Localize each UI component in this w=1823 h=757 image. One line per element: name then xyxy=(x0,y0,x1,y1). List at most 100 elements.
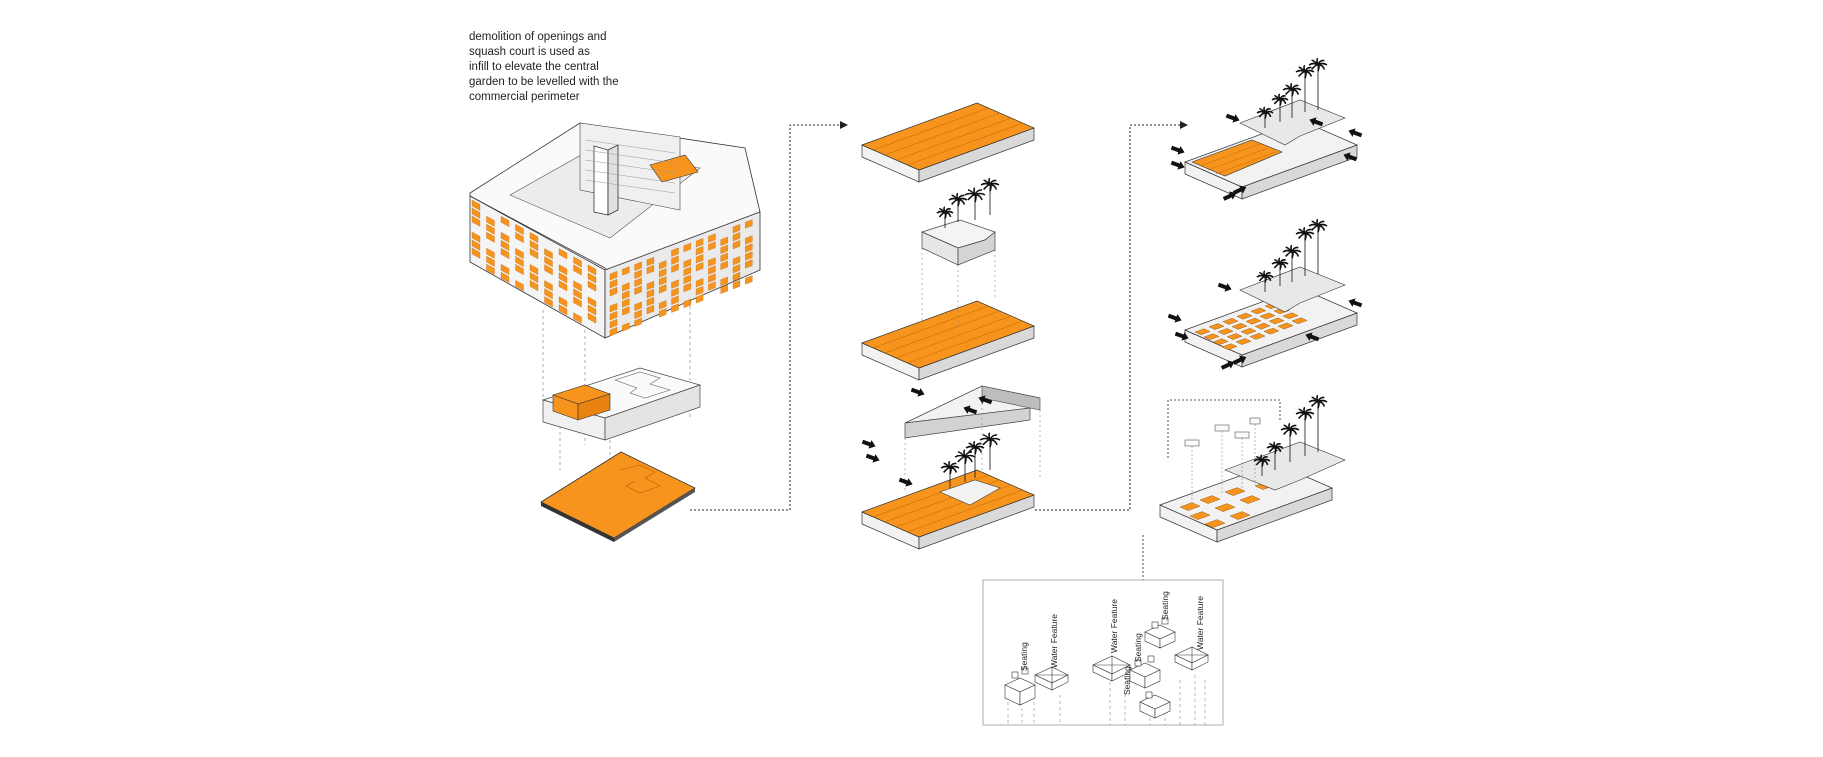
window-icon xyxy=(659,268,667,278)
window-icon xyxy=(500,231,510,243)
arrow-icon xyxy=(1309,117,1324,127)
label-seating-3: Seating xyxy=(1122,666,1132,695)
window-icon xyxy=(732,224,741,234)
plaza-orange xyxy=(1214,503,1236,512)
window-icon xyxy=(732,272,741,282)
infill-side-b xyxy=(614,488,695,542)
palm-tree-icon xyxy=(948,192,968,222)
window-icon xyxy=(732,264,741,274)
palm-tree-icon xyxy=(1253,454,1271,476)
ramp-top xyxy=(1239,266,1346,313)
window-icon xyxy=(622,266,630,276)
window-icon xyxy=(659,276,667,286)
palm-tree-icon xyxy=(979,432,1001,470)
window-icon xyxy=(683,274,691,285)
column3-slab-middle xyxy=(1184,266,1358,368)
seating-block xyxy=(1208,323,1225,330)
water-feature-element-2 xyxy=(1092,655,1131,682)
window-icon xyxy=(529,232,539,244)
window-icon xyxy=(609,311,618,321)
window-icon xyxy=(634,285,642,295)
detail-mini-elements xyxy=(1184,417,1261,447)
window-icon xyxy=(544,256,553,268)
window-icon xyxy=(573,312,582,324)
plaza-orange xyxy=(1239,495,1261,504)
slab-stripe xyxy=(907,489,1023,533)
slab-stripe xyxy=(896,315,1012,359)
seating-element-3 xyxy=(1139,691,1171,719)
infill-plate xyxy=(540,451,696,542)
palm-tree-icon xyxy=(1308,394,1328,452)
window-icon xyxy=(683,258,691,269)
window-icon xyxy=(671,255,679,265)
window-icon xyxy=(720,252,728,262)
arrow-icon xyxy=(865,453,880,463)
label-water-feature-2: Water Feature xyxy=(1109,599,1119,653)
column2-garden-mound xyxy=(921,219,996,330)
window-icon xyxy=(695,294,704,304)
infill-t-outline xyxy=(619,464,661,494)
plaza-orange xyxy=(1224,487,1246,496)
left-facade-windows xyxy=(471,199,597,324)
seating-block xyxy=(1203,333,1220,341)
window-icon xyxy=(695,238,704,248)
window-icon xyxy=(634,317,642,327)
window-icon xyxy=(609,287,618,297)
palm-tree-icon xyxy=(965,440,985,478)
detail-callout-frame xyxy=(1167,399,1281,458)
arrow-icon xyxy=(1174,331,1189,341)
window-icon xyxy=(587,280,597,292)
arrow-icon xyxy=(1348,128,1363,138)
window-icon xyxy=(745,259,753,269)
window-icon xyxy=(573,256,582,268)
window-icon xyxy=(634,301,642,311)
window-icon xyxy=(587,272,597,284)
window-icon xyxy=(609,271,618,281)
water-feature-element-1 xyxy=(1034,666,1069,691)
caption-line-5: commercial perimeter xyxy=(469,91,580,103)
building-isometric xyxy=(469,122,761,339)
window-icon xyxy=(695,278,704,288)
water-feature-element-3 xyxy=(1174,646,1209,671)
arrow-icon xyxy=(1222,191,1237,201)
seating-block xyxy=(1259,312,1276,320)
window-icon xyxy=(720,260,728,270)
arrow-icon xyxy=(978,395,993,405)
palm-tree-icon xyxy=(1282,244,1302,282)
caption-line-3: infill to elevate the central xyxy=(469,61,599,73)
palm-tree-icon xyxy=(1295,406,1315,456)
window-icon xyxy=(646,264,655,275)
seating-block xyxy=(1254,322,1271,330)
seating-block xyxy=(1231,323,1248,330)
window-icon xyxy=(646,280,655,291)
window-icon xyxy=(515,224,524,235)
window-icon xyxy=(573,280,582,292)
window-icon xyxy=(529,280,539,292)
column3-slab-bottom xyxy=(1159,441,1346,543)
window-icon xyxy=(683,266,691,277)
palm-tree-icon xyxy=(980,177,1000,215)
window-icon xyxy=(695,254,704,264)
window-icon xyxy=(558,248,568,260)
window-icon xyxy=(634,277,642,287)
window-icon xyxy=(695,246,704,256)
caption-line-1: demolition of openings and xyxy=(469,31,607,43)
seating-block xyxy=(1268,317,1285,325)
caption-line-2: squash court is used as xyxy=(469,46,590,58)
window-icon xyxy=(471,199,481,211)
window-icon xyxy=(732,240,741,250)
building-roof-orange xyxy=(649,154,699,183)
slab-top-face xyxy=(861,102,1035,171)
window-icon xyxy=(634,269,642,279)
arrow-icon xyxy=(1305,332,1320,342)
slab-stripe xyxy=(907,320,1023,364)
connector-arrow-1 xyxy=(690,124,840,511)
right-facade-windows xyxy=(609,219,753,337)
window-icon xyxy=(683,242,691,253)
seating-block xyxy=(1236,312,1253,320)
window-icon xyxy=(471,239,481,251)
window-icon xyxy=(745,235,753,245)
column2-slab-middle xyxy=(861,300,1035,381)
window-icon xyxy=(720,236,728,246)
arrow-icon xyxy=(1167,313,1182,323)
